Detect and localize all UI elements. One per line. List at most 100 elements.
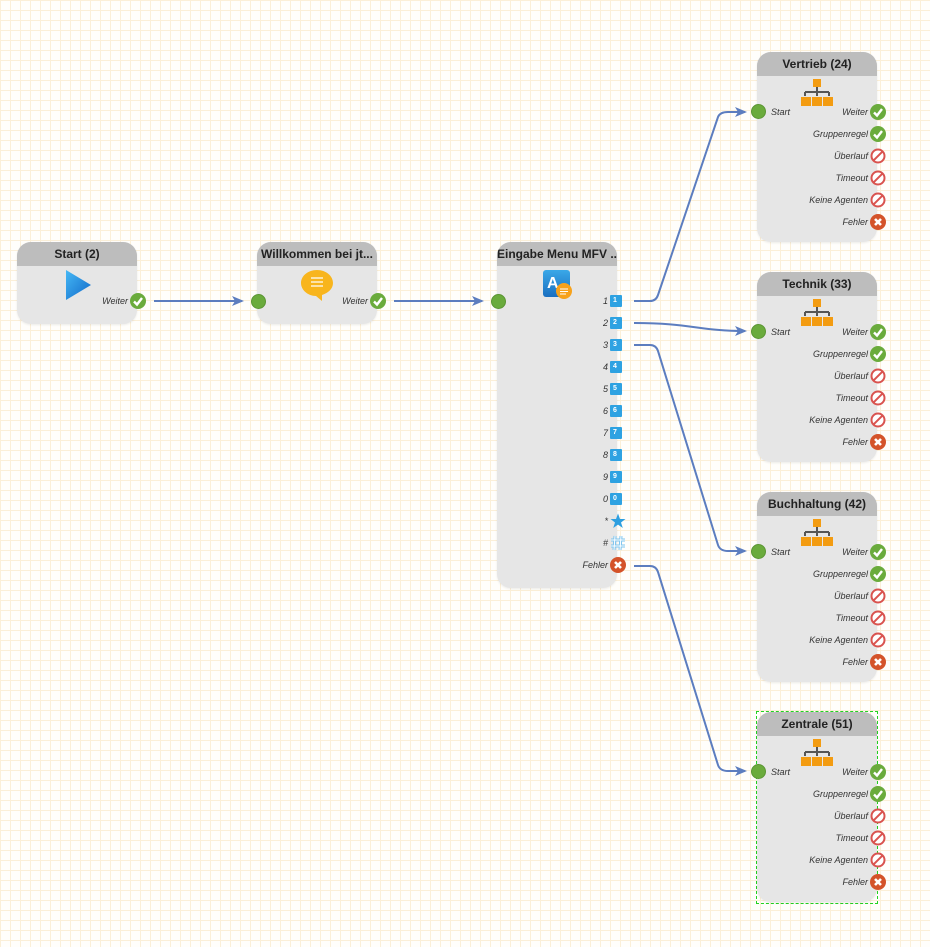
- input-port-start[interactable]: [751, 544, 766, 559]
- output-port-fehler[interactable]: Fehler: [842, 433, 886, 451]
- forbidden-icon: [870, 192, 886, 208]
- output-label: Gruppenregel: [812, 129, 868, 139]
- key-1-icon: 1: [610, 295, 622, 307]
- node-title: Technik (33): [757, 272, 877, 296]
- output-port-timeout[interactable]: Timeout: [836, 389, 886, 407]
- edge-menu1-to-vertrieb[interactable]: [634, 107, 747, 302]
- output-port-fehler[interactable]: Fehler: [842, 213, 886, 231]
- output-label: Überlauf: [833, 811, 868, 821]
- output-port-fehler[interactable]: Fehler: [842, 653, 886, 671]
- output-port-fehler[interactable]: Fehler: [842, 873, 886, 891]
- output-label: 5: [602, 384, 608, 394]
- node-title: Buchhaltung (42): [757, 492, 877, 516]
- output-port-weiter[interactable]: Weiter: [842, 323, 886, 341]
- forbidden-icon: [870, 632, 886, 648]
- output-port-keine-agenten[interactable]: Keine Agenten: [809, 191, 886, 209]
- output-port-überlauf[interactable]: Überlauf: [834, 367, 886, 385]
- check-icon: [870, 346, 886, 362]
- speech-bubble-icon: [301, 270, 333, 301]
- key-7-icon: 7: [610, 427, 622, 439]
- output-port-weiter[interactable]: Weiter: [102, 292, 146, 310]
- node-title: Zentrale (51): [757, 712, 877, 736]
- output-label: 9: [602, 472, 608, 482]
- output-label: Gruppenregel: [812, 789, 868, 799]
- key-8-icon: 8: [610, 449, 622, 461]
- output-label: Fehler: [842, 657, 868, 667]
- output-port-weiter[interactable]: Weiter: [842, 543, 886, 561]
- output-port-überlauf[interactable]: Überlauf: [834, 807, 886, 825]
- output-port-error[interactable]: Fehler: [582, 556, 626, 574]
- output-port-weiter[interactable]: Weiter: [342, 292, 386, 310]
- output-label: 2: [602, 318, 608, 328]
- output-port-weiter[interactable]: Weiter: [842, 103, 886, 121]
- node-start[interactable]: Start (2) Weiter: [17, 242, 146, 324]
- forbidden-icon: [870, 588, 886, 604]
- check-icon: [370, 293, 386, 309]
- edge-menu2-to-technik[interactable]: [633, 322, 747, 336]
- output-port-timeout[interactable]: Timeout: [836, 609, 886, 627]
- key-5-icon: 5: [610, 383, 622, 395]
- output-label: Weiter: [102, 296, 128, 306]
- key-3-icon: 3: [610, 339, 622, 351]
- output-port-hash[interactable]: #: [603, 534, 626, 552]
- output-port-keine-agenten[interactable]: Keine Agenten: [809, 411, 886, 429]
- input-label: Start: [771, 107, 791, 117]
- output-label: Weiter: [342, 296, 368, 306]
- output-label: Keine Agenten: [809, 635, 868, 645]
- output-port-überlauf[interactable]: Überlauf: [834, 147, 886, 165]
- input-port-start[interactable]: [751, 104, 766, 119]
- org-chart-icon: [801, 79, 833, 106]
- output-port-gruppenregel[interactable]: Gruppenregel: [813, 565, 886, 583]
- input-port-start[interactable]: [751, 764, 766, 779]
- output-port-timeout[interactable]: Timeout: [836, 169, 886, 187]
- input-port[interactable]: [251, 294, 266, 309]
- output-port-überlauf[interactable]: Überlauf: [834, 587, 886, 605]
- error-icon: [870, 434, 886, 450]
- output-label: Keine Agenten: [809, 195, 868, 205]
- error-icon: [610, 557, 626, 573]
- input-port-start[interactable]: [751, 324, 766, 339]
- forbidden-icon: [870, 390, 886, 406]
- node-title: Start (2): [17, 242, 137, 266]
- input-label: Start: [771, 547, 791, 557]
- output-port-gruppenregel[interactable]: Gruppenregel: [813, 345, 886, 363]
- output-port-keine-agenten[interactable]: Keine Agenten: [809, 851, 886, 869]
- output-port-weiter[interactable]: Weiter: [842, 763, 886, 781]
- output-label: Timeout: [835, 833, 868, 843]
- output-port-keine-agenten[interactable]: Keine Agenten: [809, 631, 886, 649]
- star-key-icon: [610, 513, 626, 528]
- org-chart-icon: [801, 739, 833, 766]
- output-label: #: [602, 538, 608, 548]
- edge-menu-error-to-zentrale[interactable]: [634, 565, 747, 776]
- forbidden-icon: [870, 830, 886, 846]
- edge-menu3-to-buchhaltung[interactable]: [634, 344, 747, 556]
- output-port-gruppenregel[interactable]: Gruppenregel: [813, 125, 886, 143]
- output-label: Fehler: [582, 560, 608, 570]
- output-port-star[interactable]: *: [604, 512, 626, 530]
- check-icon: [870, 324, 886, 340]
- input-port[interactable]: [491, 294, 506, 309]
- node-title: Eingabe Menu MFV ...: [497, 242, 617, 266]
- output-port-timeout[interactable]: Timeout: [836, 829, 886, 847]
- error-icon: [870, 654, 886, 670]
- output-port-gruppenregel[interactable]: Gruppenregel: [813, 785, 886, 803]
- error-icon: [870, 874, 886, 890]
- output-label: 6: [602, 406, 608, 416]
- node-welcome[interactable]: Willkommen bei jt... Weiter: [251, 242, 386, 324]
- output-label: 7: [602, 428, 608, 438]
